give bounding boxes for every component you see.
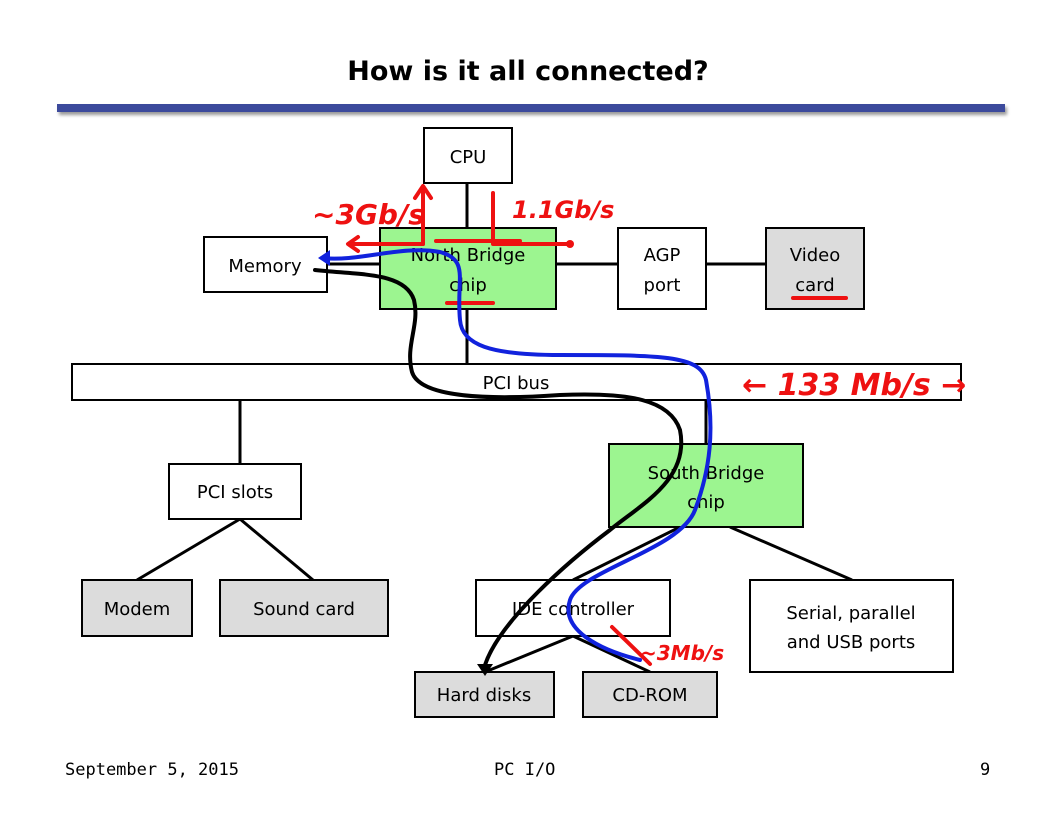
video-card-label-2: card <box>795 275 834 296</box>
black-path-arrowhead <box>477 664 493 676</box>
north-bridge-label-2: chip <box>449 275 487 296</box>
hard-disks-label: Hard disks <box>437 685 531 706</box>
southbridge-serial-link <box>729 525 853 582</box>
southbridge-ide-link <box>572 525 681 582</box>
mem-bw-left-arrowhead <box>346 235 360 253</box>
page-number: 9 <box>980 760 991 780</box>
hard-disks-box <box>414 671 555 718</box>
slide-title: How is it all connected? <box>347 56 709 87</box>
north-bridge-label: North Bridge <box>411 245 526 266</box>
pci-bandwidth-note: ← 133 Mb/s → <box>742 368 966 403</box>
connector-lines <box>136 183 853 674</box>
mem-bandwidth-note: ~3Gb/s <box>312 198 425 231</box>
ide-harddisks-link <box>484 634 574 674</box>
video-card-box <box>765 227 865 310</box>
south-bridge-box <box>608 443 804 528</box>
cpu-label: CPU <box>450 147 487 168</box>
south-bridge-label-2: chip <box>687 492 725 513</box>
serial-ports-label: Serial, parallel <box>786 603 915 624</box>
memory-label: Memory <box>228 256 302 277</box>
cpu-bw-dot <box>566 240 574 248</box>
ide-cdrom-link <box>572 634 651 674</box>
ide-bandwidth-note: ~3Mb/s <box>640 641 724 665</box>
cpu-box <box>423 127 513 184</box>
modem-box <box>81 579 193 637</box>
serial-ports-label-2: and USB ports <box>787 632 916 653</box>
red-ink-marks <box>346 184 848 666</box>
memory-box <box>203 236 328 293</box>
ide-controller-label: IDE controller <box>512 599 635 620</box>
agp-label: AGP <box>644 245 681 266</box>
pci-bus-label: PCI bus <box>483 373 550 394</box>
ide-slash <box>610 625 652 666</box>
pci-slots-box <box>168 463 302 520</box>
sound-card-box <box>219 579 389 637</box>
blue-data-path <box>320 248 713 662</box>
cd-rom-box <box>582 671 718 718</box>
modem-label: Modem <box>104 599 171 620</box>
pcislots-modem-link <box>136 517 241 582</box>
sound-card-label: Sound card <box>253 599 355 620</box>
agp-port-box <box>617 227 707 310</box>
video-card-label: Video <box>790 245 840 266</box>
cd-rom-label: CD-ROM <box>612 685 687 706</box>
footer-date: September 5, 2015 <box>65 760 239 780</box>
title-rule <box>57 104 1005 112</box>
footer-topic: PC I/O <box>494 760 556 780</box>
blue-path-arrowhead <box>318 250 330 266</box>
mem-bw-up-arrowhead <box>413 184 433 200</box>
pci-bus-box <box>71 363 962 401</box>
cpu-bw-stroke <box>491 191 572 246</box>
pcislots-soundcard-link <box>239 517 314 582</box>
cpu-bandwidth-note: 1.1Gb/s <box>512 196 614 224</box>
pci-slots-label: PCI slots <box>197 482 273 503</box>
agp-label-2: port <box>644 275 681 296</box>
black-data-path <box>313 268 684 667</box>
serial-ports-box <box>749 579 954 673</box>
